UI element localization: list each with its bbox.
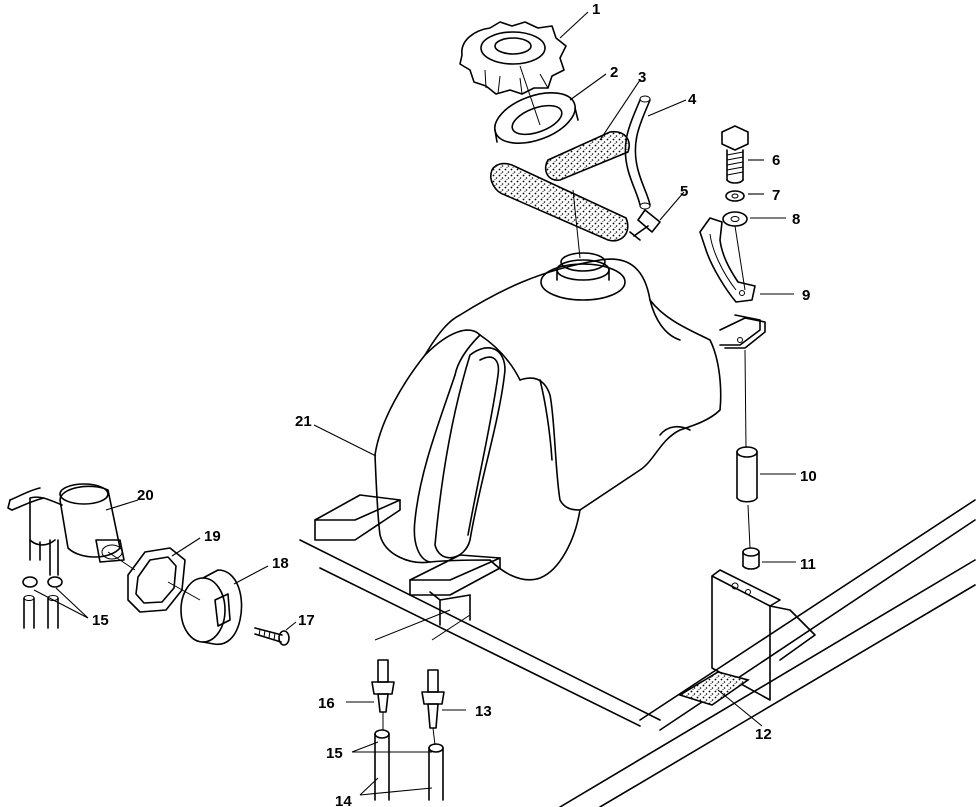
fuel-line-bottom — [374, 729, 444, 801]
fuel-valve — [7, 483, 125, 576]
callout-labels: 1 2 3 4 5 6 7 8 9 10 11 12 13 14 15 15 1… — [92, 1, 817, 807]
callout-12: 12 — [755, 726, 772, 743]
foam-strip-upper — [544, 130, 630, 181]
callout-7: 7 — [772, 187, 780, 204]
vent-hose — [624, 95, 651, 210]
callout-19: 19 — [204, 528, 221, 545]
fitting-right — [421, 669, 445, 729]
frame — [299, 499, 976, 807]
callout-16: 16 — [318, 695, 335, 712]
bolt — [721, 125, 749, 184]
callout-6: 6 — [772, 152, 780, 169]
callout-5: 5 — [680, 183, 688, 200]
callout-18: 18 — [272, 555, 289, 572]
lock-washer — [725, 190, 745, 202]
valve-gasket — [127, 547, 186, 613]
fuel-tank — [314, 252, 766, 596]
callout-10: 10 — [800, 468, 817, 485]
flat-washer — [722, 211, 748, 227]
callout-13: 13 — [475, 703, 492, 720]
callout-21: 21 — [295, 413, 312, 430]
callout-20: 20 — [137, 487, 154, 504]
fuel-cap — [459, 21, 567, 95]
valve-knob — [180, 569, 243, 646]
foam-strip-lower — [490, 162, 629, 242]
callout-17: 17 — [298, 612, 315, 629]
vent-fitting — [629, 209, 661, 241]
callout-15-bottom: 15 — [326, 745, 343, 762]
cap-gasket — [494, 92, 579, 144]
rubber-bushing — [742, 547, 760, 570]
callout-14: 14 — [335, 793, 352, 807]
spacer-sleeve — [736, 446, 758, 503]
callout-3: 3 — [638, 69, 646, 86]
callout-9: 9 — [802, 287, 810, 304]
callout-8: 8 — [792, 211, 800, 228]
callout-11: 11 — [800, 556, 816, 573]
tank-bracket — [699, 217, 756, 303]
foam-pad — [678, 671, 750, 706]
callout-15-left: 15 — [92, 612, 109, 629]
assembly-lines — [107, 65, 751, 746]
fuel-line-left — [22, 576, 63, 629]
callout-2: 2 — [610, 64, 618, 81]
leader-lines — [33, 11, 796, 796]
callout-4: 4 — [688, 91, 697, 108]
fitting-left — [371, 659, 395, 713]
screw — [254, 627, 290, 646]
callout-1: 1 — [592, 1, 600, 18]
